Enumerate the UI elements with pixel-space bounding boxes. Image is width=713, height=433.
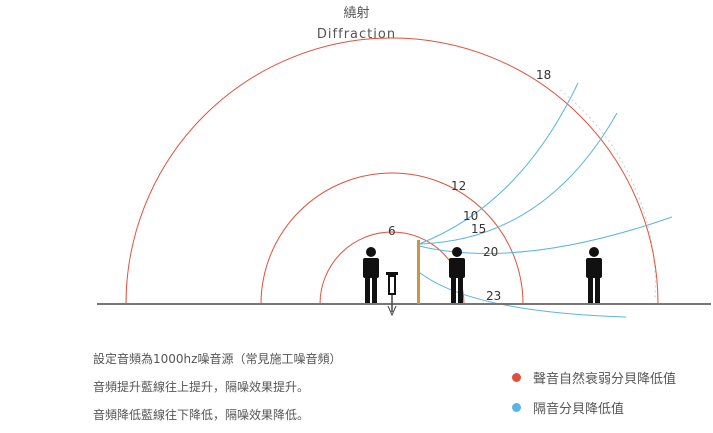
note-line: 設定音頻為1000hz噪音源（常見施工噪音頻） [93, 352, 342, 366]
line-label-15: 15 [471, 222, 486, 236]
jackhammer-icon [386, 272, 398, 317]
line-label-20: 20 [483, 245, 498, 259]
notes-block: 設定音頻為1000hz噪音源（常見施工噪音頻） 音頻提升藍線往上提升，隔噪效果提… [93, 349, 341, 433]
decay-arc-12db [260, 172, 524, 305]
legend-label: 聲音自然衰弱分貝降低值 [533, 371, 677, 387]
reduction-curve-15 [418, 112, 618, 245]
title-chinese: 繞射 [343, 6, 370, 21]
line-label-10: 10 [463, 209, 478, 223]
note-line: 音頻降低藍線往下降低，隔噪效果降低。 [93, 408, 310, 422]
person-icon [363, 247, 379, 303]
person-icon [586, 247, 602, 303]
arc-label-6: 6 [388, 224, 396, 238]
red-dot-icon [512, 372, 521, 382]
legend-item-barrier-reduction: 隔音分貝降低值 [512, 392, 676, 422]
line-label-23: 23 [486, 289, 501, 303]
guide-dotted-arc [559, 89, 656, 301]
person-icon [449, 247, 465, 303]
reduction-curve-10 [418, 82, 579, 245]
noise-barrier [417, 240, 420, 304]
note-line: 音頻提升藍線往上提升，隔噪效果提升。 [93, 380, 310, 394]
blue-dot-icon [512, 402, 521, 412]
legend-item-natural-decay: 聲音自然衰弱分貝降低值 [512, 362, 676, 392]
decay-arc-18db [125, 37, 659, 305]
legend-label: 隔音分貝降低值 [533, 401, 625, 417]
legend: 聲音自然衰弱分貝降低值 隔音分貝降低值 [512, 362, 676, 422]
arc-label-12: 12 [451, 179, 466, 193]
reduction-curve-20 [418, 216, 673, 254]
arc-label-18: 18 [536, 68, 551, 82]
